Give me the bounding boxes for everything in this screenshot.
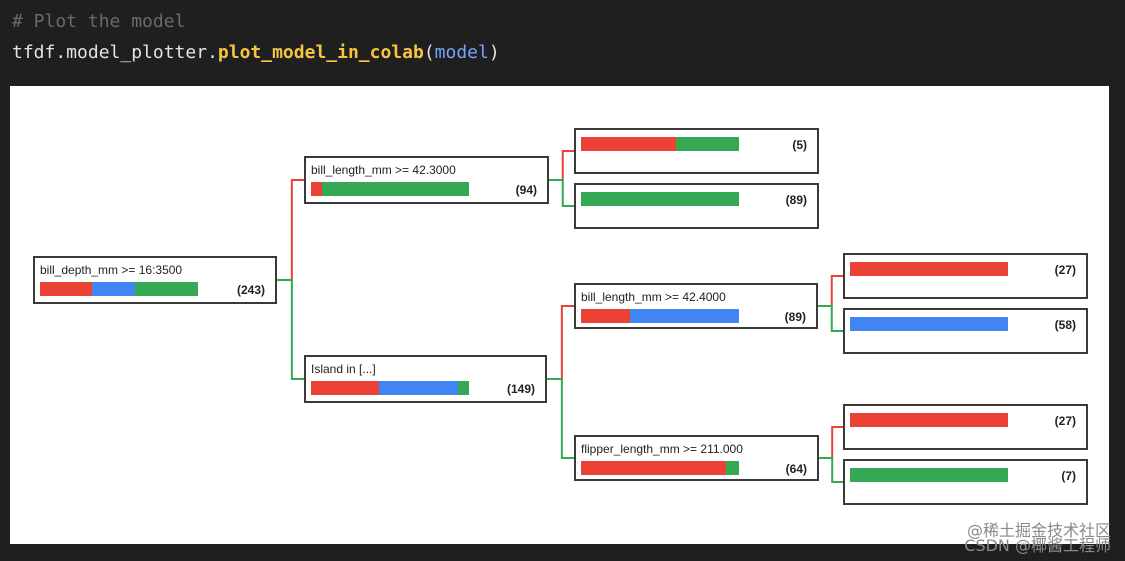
tree-edges [277,150,843,483]
code-object: tfdf.model_plotter. [12,42,218,63]
tree-node-n2a1[interactable]: (27) [843,253,1088,299]
class-segment-0 [850,413,1008,427]
tree-node-n2[interactable]: Island in [...] (149) [304,355,547,403]
class-segment-1 [850,317,1008,331]
edge-n2-n2a [547,305,574,380]
edge-root-n1 [277,179,304,281]
node-condition: Island in [...] [311,362,376,376]
node-sample-count: (149) [506,382,535,396]
edge-n2a-n2a1 [818,275,843,307]
node-sample-count: (27) [1054,263,1076,277]
tree-node-n1a[interactable]: (5) [574,128,819,174]
class-segment-2 [850,468,1008,482]
class-distribution-bar [581,137,739,151]
edge-n1-n1a [549,150,574,181]
node-condition: bill_length_mm >= 42.3000 [311,163,456,177]
node-sample-count: (64) [785,462,807,476]
class-distribution-bar [311,381,469,395]
class-distribution-bar [850,262,1008,276]
class-segment-2 [581,192,739,206]
class-segment-0 [850,262,1008,276]
class-distribution-bar [850,413,1008,427]
class-distribution-bar [581,192,739,206]
code-cell[interactable]: # Plot the model tfdf.model_plotter.plot… [12,6,500,68]
class-segment-0 [311,182,323,196]
tree-node-n1[interactable]: bill_length_mm >= 42.3000 (94) [304,156,549,204]
class-distribution-bar [581,309,739,323]
node-sample-count: (89) [784,310,806,324]
class-segment-1 [92,282,135,296]
class-segment-1 [629,309,739,323]
node-sample-count: (243) [236,283,265,297]
class-distribution-bar [850,468,1008,482]
tree-node-n2a[interactable]: bill_length_mm >= 42.4000 (89) [574,283,818,329]
edge-n2b-n2b2 [819,457,843,483]
node-sample-count: (58) [1054,318,1076,332]
code-comment: # Plot the model [12,11,186,32]
edge-n2a-n2a2 [818,305,843,332]
class-segment-2 [675,137,739,151]
tree-node-n2b1[interactable]: (27) [843,404,1088,450]
class-segment-1 [378,381,458,395]
class-distribution-bar [40,282,198,296]
class-distribution-bar [311,182,469,196]
class-segment-0 [581,461,727,475]
edge-n2-n2b [547,378,574,459]
class-segment-0 [581,137,676,151]
watermark: @稀土掘金技术社区 CSDN @椰酱工程师 [964,521,1111,555]
node-sample-count: (27) [1054,414,1076,428]
node-condition: bill_depth_mm >= 16:3500 [40,263,183,277]
node-condition: bill_length_mm >= 42.4000 [581,290,726,304]
tree-node-root[interactable]: bill_depth_mm >= 16:3500 (243) [33,256,277,304]
code-close-paren: ) [488,42,500,63]
class-segment-2 [322,182,469,196]
edge-root-n2 [277,279,304,380]
watermark-line-1: @稀土掘金技术社区 [966,521,1111,540]
node-sample-count: (94) [515,183,537,197]
tree-node-n2a2[interactable]: (58) [843,308,1088,354]
node-sample-count: (7) [1061,469,1076,483]
tree-node-n2b[interactable]: flipper_length_mm >= 211.000 (64) [574,435,819,481]
watermark-line-2: CSDN @椰酱工程师 [964,536,1111,555]
class-segment-0 [40,282,93,296]
code-function: plot_model_in_colab [217,42,424,63]
code-open-paren: ( [423,42,435,63]
class-distribution-bar [850,317,1008,331]
edge-n2b-n2b1 [819,426,843,459]
node-sample-count: (89) [785,193,807,207]
class-segment-0 [311,381,379,395]
edge-n1-n1b [549,179,574,207]
class-segment-2 [457,381,469,395]
tree-node-n1b[interactable]: (89) [574,183,819,229]
class-distribution-bar [581,461,739,475]
node-sample-count: (5) [792,138,807,152]
class-segment-2 [134,282,198,296]
tree-node-n2b2[interactable]: (7) [843,459,1088,505]
code-argument: model [434,42,489,63]
class-segment-0 [581,309,630,323]
cell-output: bill_depth_mm >= 16:3500 (243) bill_length… [10,86,1109,544]
node-condition: flipper_length_mm >= 211.000 [581,442,743,456]
class-segment-2 [726,461,739,475]
